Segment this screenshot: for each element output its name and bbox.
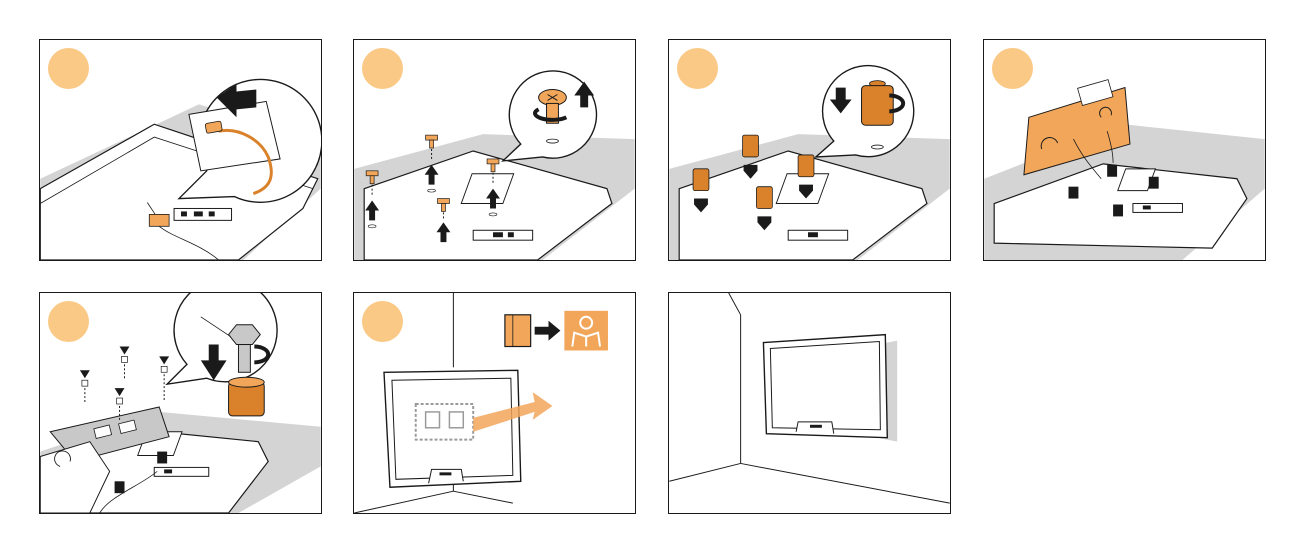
step-badge <box>48 301 89 342</box>
step-4-panel <box>983 39 1266 261</box>
step-2-panel <box>353 39 636 261</box>
step-badge <box>362 48 403 89</box>
manual-book-icon <box>505 315 531 347</box>
step-badge <box>677 48 718 89</box>
step-1-panel <box>39 39 322 261</box>
spacer-insert-magnifier <box>816 66 914 157</box>
step-5-panel <box>39 292 322 514</box>
cable-unplug-magnifier <box>179 79 321 202</box>
step-badge <box>362 301 403 342</box>
connector-strip <box>174 208 231 220</box>
step-7-illustration <box>669 293 950 513</box>
tv-mounted-on-wall <box>763 335 887 438</box>
step-badge <box>48 48 89 89</box>
connector-strip <box>473 230 532 240</box>
step-badge <box>992 48 1033 89</box>
connector-strip <box>1133 204 1183 213</box>
bolt-fasten-magnifier <box>167 293 277 416</box>
right-arrow-icon <box>535 321 561 341</box>
screw-remove-magnifier <box>503 71 597 161</box>
tv-front <box>384 370 521 487</box>
step-6-panel <box>353 292 636 514</box>
connector-strip <box>154 467 209 476</box>
connector-strip <box>788 230 847 240</box>
step-7-panel <box>668 292 951 514</box>
reading-person-icon <box>564 311 608 351</box>
step-3-panel <box>668 39 951 261</box>
